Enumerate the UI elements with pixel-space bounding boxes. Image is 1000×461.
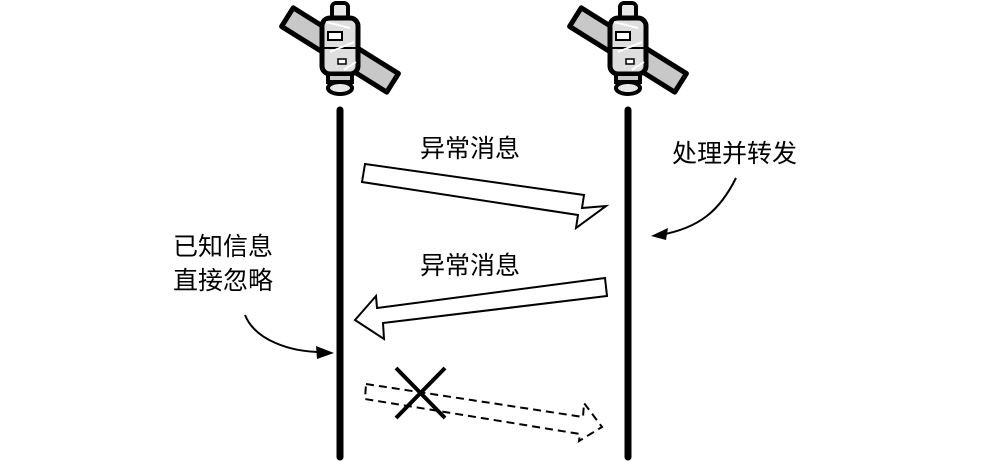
annotation-process-forward: 处理并转发: [672, 139, 798, 168]
annotation-arrow-ignore: [244, 314, 334, 359]
satellite-a-icon: [282, 3, 399, 94]
annotation-arrow-process: [651, 177, 737, 240]
message-label-b-to-a: 异常消息: [420, 251, 521, 280]
message-arrow-b-to-a: [353, 276, 609, 341]
message-arrow-a-to-b: [360, 162, 610, 231]
message-arrow-blocked: [363, 382, 604, 443]
annotation-known-info-line2: 直接忽略: [173, 266, 274, 295]
annotation-known-info-line1: 已知信息: [173, 232, 274, 261]
message-label-a-to-b: 异常消息: [420, 134, 521, 163]
satellite-b-icon: [570, 3, 687, 94]
cross-icon: [394, 366, 447, 420]
